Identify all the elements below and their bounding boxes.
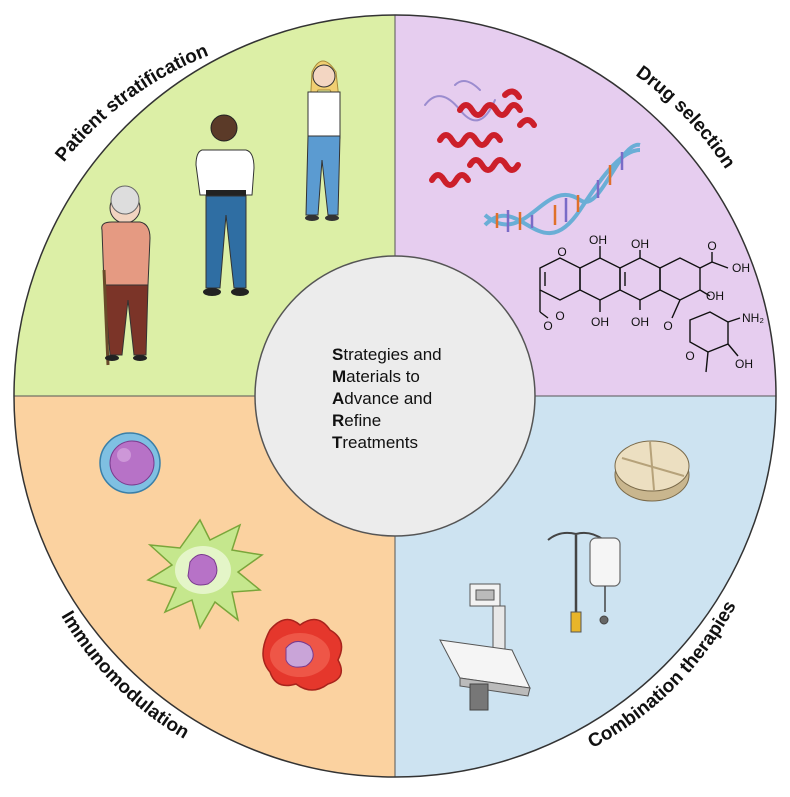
center-circle: [254, 255, 536, 537]
radiotherapy-machine-icon: [439, 583, 531, 711]
center-line-2: Materials to: [332, 367, 420, 386]
center-line-4: Refine: [332, 411, 381, 430]
macrophage-cell-icon: [262, 618, 343, 691]
label-o-methoxy: O: [543, 319, 552, 333]
elderly-woman-figure: [101, 185, 151, 366]
outer-ring: [13, 14, 777, 778]
label-oh-side: OH: [732, 261, 750, 275]
chemical-structure-icon: [539, 246, 741, 373]
label-o-sugar: O: [685, 349, 694, 363]
lymphocyte-cell-icon: [99, 432, 161, 494]
label-o-top-ring: O: [557, 245, 566, 259]
pill-tablet-icon: [614, 440, 690, 502]
label-ketone-o: O: [707, 239, 716, 253]
chemical-structure-labels: OH OH O OH OH O O OH OH O O NH₂ O OH: [543, 233, 764, 371]
label-oh-ring: OH: [706, 289, 724, 303]
label-oh-top-1: OH: [589, 233, 607, 247]
label-o-glycoside: O: [663, 319, 672, 333]
label-oh-bottom-1: OH: [591, 315, 609, 329]
center-title: Strategies and Materials to Advance and …: [332, 345, 442, 452]
center-line-3: Advance and: [332, 389, 432, 408]
iv-drip-stand-icon: [547, 531, 621, 633]
woman-figure: [305, 60, 341, 221]
man-figure: [195, 114, 255, 296]
label-oh-sugar: OH: [735, 357, 753, 371]
label-nh2: NH₂: [742, 311, 764, 325]
label-oh-bottom-2: OH: [631, 315, 649, 329]
label-oh-top-2: OH: [631, 237, 649, 251]
label-o-bottom-ring: O: [555, 309, 564, 323]
dna-helix-icon: [483, 142, 641, 235]
center-line-5: Treatments: [332, 433, 418, 452]
dendritic-cell-icon: [146, 518, 264, 630]
protein-ribbon-icon: [424, 80, 537, 188]
center-line-1: Strategies and: [332, 345, 442, 364]
